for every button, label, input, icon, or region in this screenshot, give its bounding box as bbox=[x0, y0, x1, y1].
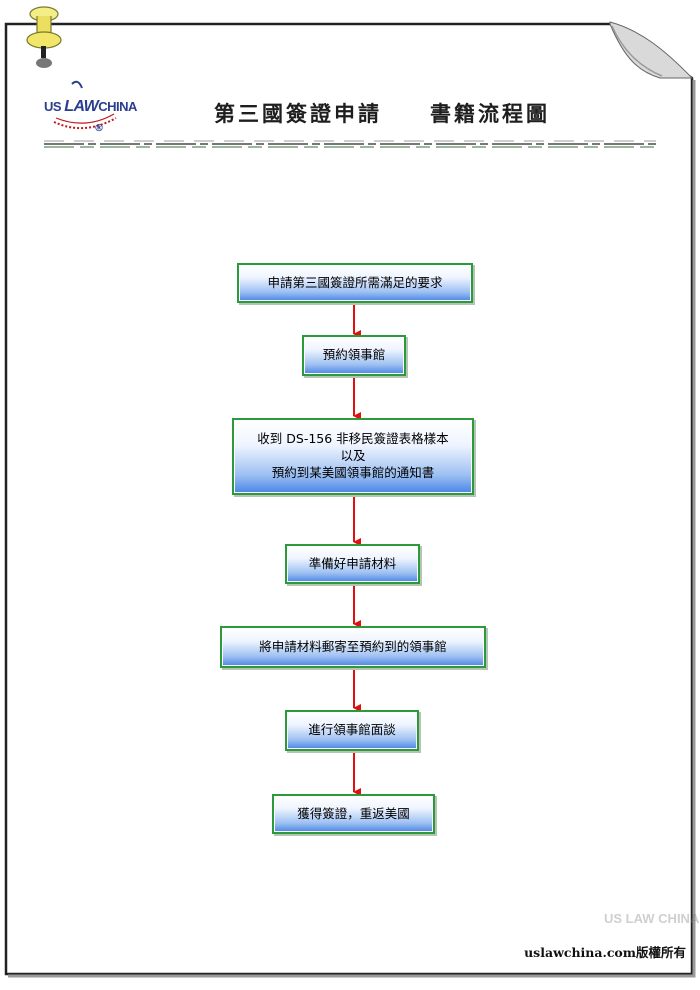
step-prepare-materials: 準備好申請材料 bbox=[285, 544, 420, 584]
logo-china: CHINA bbox=[98, 99, 137, 114]
logo-registered-mark: ® bbox=[94, 123, 104, 134]
decorative-divider bbox=[44, 140, 656, 148]
uslawchina-logo: US LAWCHINA ® bbox=[44, 78, 137, 140]
step-book-consulate: 預約領事館 bbox=[302, 335, 406, 376]
step-requirements: 申請第三國簽證所需滿足的要求 bbox=[237, 263, 473, 303]
logo-law: LAW bbox=[64, 98, 99, 115]
step-3-line-1: 收到 DS-156 非移民簽證表格樣本 bbox=[257, 431, 449, 447]
pushpin-icon bbox=[26, 6, 62, 68]
step-6-line-1: 進行領事館面談 bbox=[308, 722, 396, 738]
logo-us: US bbox=[44, 99, 62, 114]
copyright-text: uslawchina.com版權所有 bbox=[524, 945, 686, 960]
step-4-line-1: 準備好申請材料 bbox=[308, 555, 397, 571]
footer-logo-watermark: US LAW CHINA bbox=[604, 908, 699, 938]
step-3-line-3: 預約到某美國領事館的通知書 bbox=[271, 464, 435, 480]
step-1-line-1: 申請第三國簽證所需滿足的要求 bbox=[267, 274, 443, 290]
page-title: 第三國簽證申請 書籍流程圖 bbox=[214, 102, 550, 126]
step-receive-forms: 收到 DS-156 非移民簽證表格樣本 以及 預約到某美國領事館的通知書 bbox=[232, 418, 474, 495]
step-2-line-1: 預約領事館 bbox=[322, 347, 386, 363]
step-3-line-2: 以及 bbox=[340, 448, 366, 464]
step-obtain-visa: 獲得簽證，重返美國 bbox=[272, 794, 435, 834]
step-5-line-1: 將申請材料郵寄至預約到的領事館 bbox=[259, 638, 447, 654]
step-7-line-1: 獲得簽證，重返美國 bbox=[297, 805, 410, 821]
step-interview: 進行領事館面談 bbox=[285, 710, 419, 751]
footer-logo-text: US LAW CHINA bbox=[604, 911, 700, 926]
step-mail-materials: 將申請材料郵寄至預約到的領事館 bbox=[220, 626, 486, 668]
